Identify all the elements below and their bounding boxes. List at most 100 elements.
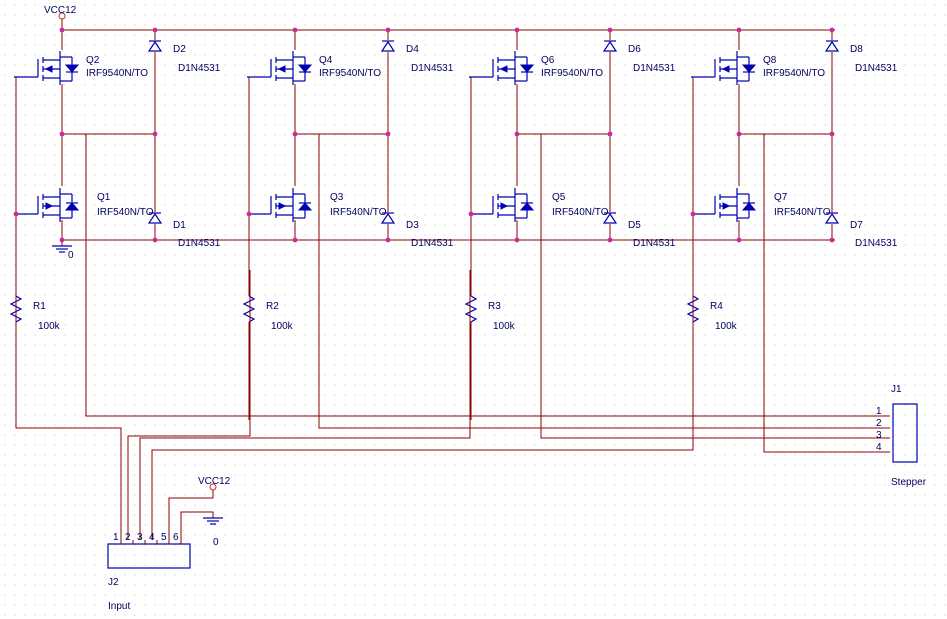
pmos-ref: Q4 (319, 55, 333, 66)
resistor-r2[interactable] (242, 295, 256, 323)
j1-pin-1: 1 (876, 406, 882, 417)
nmos-ref: Q1 (97, 192, 111, 203)
diode-top-part: D1N4531 (633, 63, 676, 74)
driver-stage-1: Q2IRF9540N/TOQ1IRF540N/TOD2D1N4531D1D1N4… (9, 27, 221, 420)
j2-ref: J2 (108, 577, 119, 588)
j2-name: Input (108, 601, 130, 612)
diode-bottom-part: D1N4531 (855, 238, 898, 249)
j2-pin-1: 1 (113, 532, 119, 543)
junction-dot (607, 131, 613, 137)
junction-dot (736, 27, 742, 33)
diode-top-part: D1N4531 (411, 63, 454, 74)
nmos-q7[interactable] (691, 188, 757, 222)
resistor-r4[interactable] (686, 295, 700, 323)
junction-dot (152, 237, 158, 243)
resistor-value: 100k (271, 321, 294, 332)
junction-dot (152, 131, 158, 137)
junction-dot (385, 131, 391, 137)
diode-d8[interactable] (824, 40, 840, 52)
junction-dot (736, 237, 742, 243)
pmos-ref: Q8 (763, 55, 777, 66)
diode-bottom-part: D1N4531 (178, 238, 221, 249)
j2-pin-2: 2 (125, 532, 131, 543)
diode-d3[interactable] (380, 212, 396, 224)
junction-dot (736, 131, 742, 137)
diode-bottom-ref: D7 (850, 220, 863, 231)
junction-dot (59, 237, 65, 243)
j2-pin-5: 5 (161, 532, 167, 543)
nmos-ref: Q3 (330, 192, 344, 203)
diode-top-ref: D4 (406, 44, 419, 55)
resistor-r3[interactable] (464, 295, 478, 323)
diode-d6[interactable] (602, 40, 618, 52)
resistor-ref: R4 (710, 301, 723, 312)
diode-top-ref: D6 (628, 44, 641, 55)
junction-dot (292, 131, 298, 137)
pmos-part: IRF9540N/TO (319, 68, 381, 79)
nmos-q3[interactable] (247, 188, 313, 222)
nmos-part: IRF540N/TO (552, 207, 609, 218)
diode-d4[interactable] (380, 40, 396, 52)
resistor-value: 100k (38, 321, 61, 332)
nmos-q1[interactable] (14, 188, 80, 222)
diode-top-ref: D2 (173, 44, 186, 55)
pmos-q2[interactable] (14, 51, 80, 85)
resistor-ref: R1 (33, 301, 46, 312)
vcc-symbol-bottom[interactable]: VCC12 (168, 476, 231, 540)
resistor-ref: R2 (266, 301, 279, 312)
input-bus-wires (15, 240, 694, 540)
diode-bottom-part: D1N4531 (411, 238, 454, 249)
input-connector-j2[interactable]: 1 2 3 4 5 6 J2 Input (107, 532, 191, 612)
junction-dot (607, 237, 613, 243)
ground-symbol-top[interactable]: 0 (52, 240, 74, 261)
output-bus-wires (85, 134, 890, 453)
diode-bottom-ref: D3 (406, 220, 419, 231)
diode-d5[interactable] (602, 212, 618, 224)
pmos-part: IRF9540N/TO (86, 68, 148, 79)
pmos-q6[interactable] (469, 51, 535, 85)
vcc-label-bottom: VCC12 (198, 476, 231, 487)
junction-dot (829, 237, 835, 243)
resistor-r1[interactable] (9, 295, 23, 323)
junction-dot (292, 27, 298, 33)
nmos-part: IRF540N/TO (774, 207, 831, 218)
junction-dot (514, 131, 520, 137)
junction-dot (514, 27, 520, 33)
pmos-ref: Q2 (86, 55, 100, 66)
diode-top-part: D1N4531 (855, 63, 898, 74)
j1-pin-3: 3 (876, 430, 882, 441)
nmos-part: IRF540N/TO (97, 207, 154, 218)
diode-bottom-ref: D1 (173, 220, 186, 231)
junction-dot (690, 211, 696, 217)
ground-symbol-bottom[interactable]: 0 (180, 511, 223, 548)
j1-name: Stepper (891, 477, 927, 488)
pmos-q8[interactable] (691, 51, 757, 85)
j2-pin-3: 3 (137, 532, 143, 543)
j1-pin-4: 4 (876, 442, 882, 453)
junction-dot (385, 237, 391, 243)
pmos-part: IRF9540N/TO (763, 68, 825, 79)
junction-dot (13, 211, 19, 217)
driver-stage-2: Q4IRF9540N/TOQ3IRF540N/TOD4D1N4531D3D1N4… (242, 27, 454, 420)
diode-d2[interactable] (147, 40, 163, 52)
j1-pin-2: 2 (876, 418, 882, 429)
nmos-part: IRF540N/TO (330, 207, 387, 218)
j1-ref: J1 (891, 384, 902, 395)
diode-d7[interactable] (824, 212, 840, 224)
junction-dot (468, 211, 474, 217)
junction-dot (829, 27, 835, 33)
resistor-value: 100k (493, 321, 516, 332)
diode-top-part: D1N4531 (178, 63, 221, 74)
diode-d1[interactable] (147, 212, 163, 224)
diode-top-ref: D8 (850, 44, 863, 55)
driver-stage-3: Q6IRF9540N/TOQ5IRF540N/TOD6D1N4531D5D1N4… (464, 27, 676, 420)
ground-label-top: 0 (68, 250, 74, 261)
pmos-q4[interactable] (247, 51, 313, 85)
junction-dot (607, 27, 613, 33)
nmos-ref: Q7 (774, 192, 788, 203)
pmos-ref: Q6 (541, 55, 555, 66)
ground-label-bottom: 0 (213, 537, 219, 548)
stepper-connector-j1[interactable]: J1 Stepper 1 2 3 4 (876, 384, 927, 488)
